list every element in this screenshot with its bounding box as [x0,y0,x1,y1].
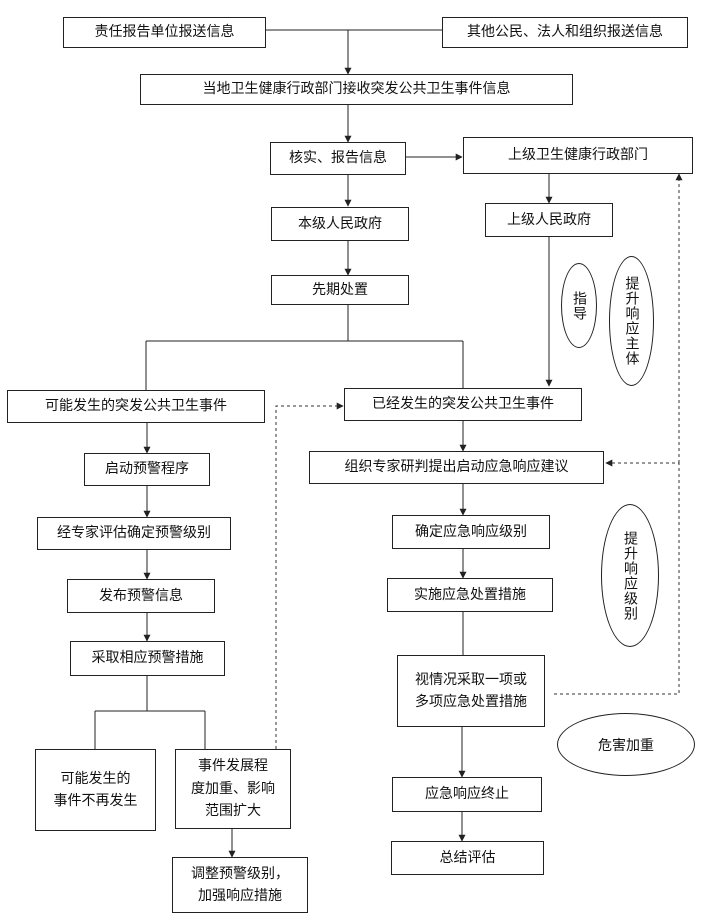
harm-aggravated-label: 危害加重 [598,737,654,754]
raise-subject-label: 提升响应主体 [623,276,640,366]
escalate-box: 事件发展程 度加重、影响 范围扩大 [175,749,291,829]
start-warning-box: 启动预警程序 [84,453,210,486]
publish-warning-label: 发布预警信息 [99,587,183,604]
adjust-line-2: 加强响应措施 [198,888,282,904]
no-longer-line-2: 事件不再发生 [53,793,138,809]
raise-level-label: 提升响应级别 [622,530,638,621]
other-citizens-label: 其他公民、法人和组织报送信息 [467,24,663,41]
summary-eval-box: 总结评估 [391,841,544,875]
expert-warning-level-box: 经专家评估确定预警级别 [37,517,231,550]
response-end-label: 应急响应终止 [425,786,509,803]
raise-level-oval: 提升响应级别 [601,504,659,647]
start-warning-label: 启动预警程序 [105,461,189,478]
escalate-line-2: 度加重、影响 [191,780,275,797]
responsible-units-box: 责任报告单位报送信息 [63,17,266,48]
adjust-warning-box: 调整预警级别， 加强响应措施 [172,857,308,913]
possible-event-label: 可能发生的突发公共卫生事件 [45,398,227,415]
guidance-label: 指导 [571,290,587,321]
superior-government-box: 上级人民政府 [485,203,613,237]
publish-warning-box: 发布预警信息 [67,579,215,613]
initial-handling-label: 先期处置 [312,281,368,298]
local-health-dept-label: 当地卫生健康行政部门接收突发公共卫生事件信息 [202,81,511,98]
adjust-line-1: 调整预警级别， [191,865,289,882]
no-longer-line-1: 可能发生的 [60,770,131,787]
occurred-event-box: 已经发生的突发公共卫生事件 [344,388,582,421]
possible-event-box: 可能发生的突发公共卫生事件 [7,390,265,423]
other-citizens-box: 其他公民、法人和组织报送信息 [442,17,688,48]
superior-government-label: 上级人民政府 [507,211,591,228]
local-government-label: 本级人民政府 [298,215,382,232]
expert-response-advice-label: 组织专家研判提出启动应急响应建议 [344,459,569,476]
response-end-box: 应急响应终止 [392,777,542,812]
local-government-box: 本级人民政府 [271,207,409,241]
initial-handling-box: 先期处置 [271,275,409,305]
occurred-event-label: 已经发生的突发公共卫生事件 [372,396,554,413]
take-measures-box: 视情况采取一项或 多项应急处置措施 [397,655,545,727]
responsible-units-label: 责任报告单位报送信息 [94,24,235,41]
verify-report-label: 核实、报告信息 [289,150,387,167]
no-longer-occur-box: 可能发生的 事件不再发生 [35,749,156,831]
take-measures-line-2: 多项应急处置措施 [415,694,527,710]
superior-health-dept-label: 上级卫生健康行政部门 [508,147,648,164]
implement-measures-label: 实施应急处置措施 [414,586,526,603]
local-health-dept-box: 当地卫生健康行政部门接收突发公共卫生事件信息 [140,74,573,105]
verify-report-box: 核实、报告信息 [270,142,406,175]
expert-response-advice-box: 组织专家研判提出启动应急响应建议 [309,451,604,484]
guidance-oval: 指导 [561,263,597,348]
escalate-line-1: 事件发展程 [198,758,268,775]
escalate-line-3: 范围扩大 [205,803,261,820]
summary-eval-label: 总结评估 [439,849,496,866]
superior-health-dept-box: 上级卫生健康行政部门 [463,137,693,174]
determine-response-level-box: 确定应急响应级别 [392,515,550,549]
warning-measures-label: 采取相应预警措施 [91,650,204,667]
expert-warning-level-label: 经专家评估确定预警级别 [57,525,211,542]
raise-subject-oval: 提升响应主体 [609,256,654,386]
take-measures-line-1: 视情况采取一项或 [415,671,527,688]
implement-measures-box: 实施应急处置措施 [387,578,553,612]
determine-response-level-label: 确定应急响应级别 [415,523,527,540]
warning-measures-box: 采取相应预警措施 [70,641,225,676]
harm-aggravated-oval: 危害加重 [557,713,695,776]
